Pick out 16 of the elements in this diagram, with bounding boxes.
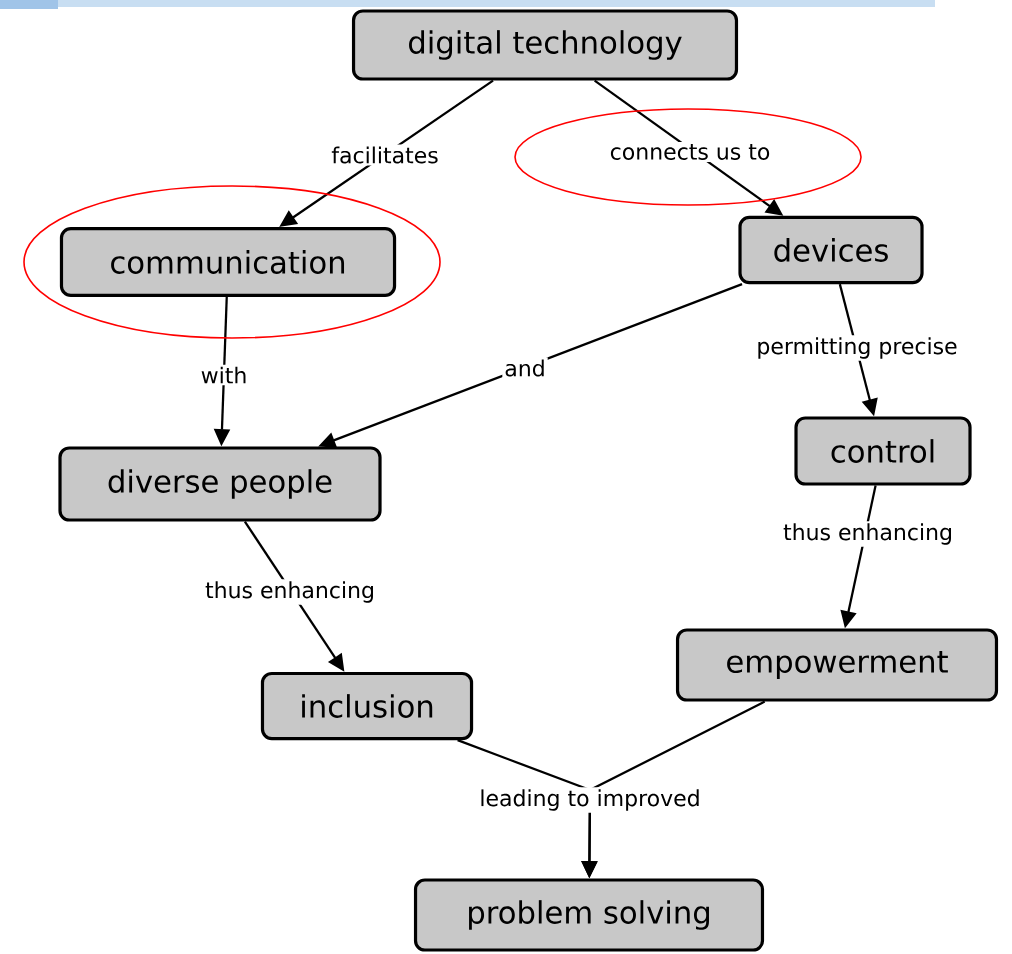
edge-label: and <box>502 357 548 379</box>
concept-box: diverse people <box>58 446 382 522</box>
concept-box: inclusion <box>260 671 474 741</box>
concept-box: devices <box>738 215 924 285</box>
edge-label: with <box>198 364 250 386</box>
edge-label: thus enhancing <box>203 579 377 605</box>
concept-box: empowerment <box>675 628 999 702</box>
edge-label: leading to improved <box>477 787 703 813</box>
concept-box: control <box>794 416 972 486</box>
edge-label: connects us to <box>607 142 773 162</box>
edge-label: facilitates <box>329 144 441 166</box>
concept-box: problem solving <box>413 878 765 952</box>
edge-label: thus enhancing <box>781 521 955 547</box>
concept-box: communication <box>59 226 397 298</box>
edge-label: permitting precise <box>754 335 960 361</box>
concept-box: digital technology <box>351 9 739 81</box>
